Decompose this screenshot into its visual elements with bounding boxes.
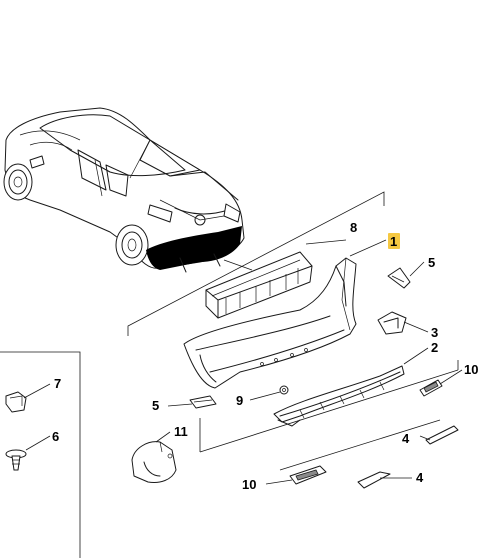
rail-upper <box>425 425 459 445</box>
side-bracket-upper <box>387 267 411 289</box>
callout-10-upper[interactable]: 10 <box>464 362 478 377</box>
callout-9[interactable]: 9 <box>236 393 243 408</box>
callout-11[interactable]: 11 <box>174 424 188 439</box>
callout-10-lower[interactable]: 10 <box>242 477 256 492</box>
callout-4-lower[interactable]: 4 <box>416 470 424 485</box>
tow-hook-cover <box>131 441 177 483</box>
car-illustration <box>3 107 245 273</box>
side-guide <box>377 311 407 335</box>
callout-7[interactable]: 7 <box>54 376 61 391</box>
screw <box>5 449 27 471</box>
callout-4-upper[interactable]: 4 <box>402 431 410 446</box>
leader-lines <box>23 239 463 485</box>
clip-nut <box>5 391 27 413</box>
clip <box>279 385 289 395</box>
lower-bracket-frame <box>199 360 459 453</box>
rear-bumper-cover <box>183 257 357 389</box>
highlight-box <box>388 233 400 249</box>
frame-outline <box>127 191 385 336</box>
rail-lower <box>357 471 391 489</box>
callout-labels: 1 8 5 3 2 10 7 9 5 6 11 4 10 4 <box>52 220 478 492</box>
callout-6[interactable]: 6 <box>52 429 59 444</box>
side-bracket-lower <box>189 395 217 409</box>
callout-8[interactable]: 8 <box>350 220 357 235</box>
energy-absorber <box>205 251 313 319</box>
trim-piece-upper <box>419 379 443 397</box>
callout-3[interactable]: 3 <box>431 325 438 340</box>
callout-2[interactable]: 2 <box>431 340 438 355</box>
callout-1[interactable]: 1 <box>390 234 397 249</box>
left-panel-border <box>0 351 81 558</box>
rear-diffuser <box>273 365 405 427</box>
callout-5-upper[interactable]: 5 <box>428 255 435 270</box>
callout-5-lower[interactable]: 5 <box>152 398 159 413</box>
trim-piece-lower <box>289 465 327 485</box>
